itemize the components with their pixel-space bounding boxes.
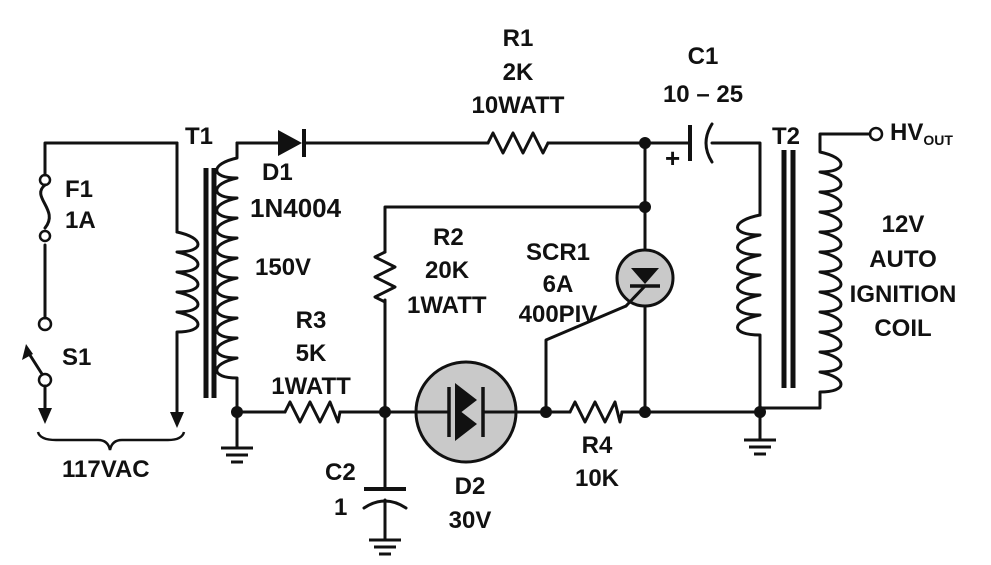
diac-d2 [414,360,518,464]
capacitor-c2 [362,410,408,542]
resistor-r1-ref: R1 [502,25,534,52]
top-rail [235,141,762,217]
resistor-r3-ref: R3 [295,307,327,334]
ignition-coil-t2-ref: T2 [772,123,801,150]
resistor-r1-rating: 10WATT [471,92,565,119]
ac-input-wiring [36,141,186,451]
diac-d2-value: 30V [448,507,492,534]
capacitor-c2-ref: C2 [325,459,356,486]
ignition-coil-line2: AUTO [869,246,937,273]
ac-input-label: 117VAC [62,456,150,483]
resistor-r2-rating: 1WATT [407,292,487,319]
ignition-coil-line3: IGNITION [849,281,957,308]
resistor-r4-ref: R4 [581,432,613,459]
capacitor-c1-polarity: + [665,143,681,173]
switch-s1-ref: S1 [62,344,92,371]
capacitor-c1-ref: C1 [687,43,719,70]
hv-output-subscript: OUT [923,132,953,148]
resistor-r1-value: 2K [502,59,534,86]
scr1-ref: SCR1 [525,239,591,266]
capacitor-c1-value: 10 – 25 [662,81,744,108]
resistor-r3 [283,400,342,424]
diode-d1-part: 1N4004 [250,193,342,223]
resistor-r2-ref: R2 [433,224,464,251]
ground-c2 [369,538,401,556]
scr-branch-wiring [383,141,647,414]
capacitor-c1 [688,122,714,164]
resistor-r2 [373,250,397,304]
scr1-voltage: 400PIV [518,301,598,328]
hv-output-base: HV [890,119,924,146]
fuse-f1 [38,173,52,243]
diode-d1-ref: D1 [262,159,293,186]
scr1 [544,248,675,414]
capacitor-c2-value: 1 [334,494,348,521]
ground-t1 [221,410,253,464]
resistor-r3-rating: 1WATT [271,373,351,400]
resistor-r1 [486,131,550,155]
transformer-t1-ref: T1 [185,123,214,150]
resistor-r2-value: 20K [425,257,470,284]
ignition-coil-t2 [736,126,884,412]
hv-output-label: HVOUT [890,120,953,153]
scr1-current: 6A [542,271,574,298]
resistor-r3-value: 5K [295,340,327,367]
switch-s1 [22,316,53,388]
diac-d2-ref: D2 [454,473,486,500]
fuse-f1-ref: F1 [65,176,94,203]
transformer-t1-voltage: 150V [255,254,312,281]
fuse-f1-value: 1A [65,207,96,234]
ignition-coil-line1: 12V [881,211,925,238]
ignition-coil-line4: COIL [874,315,932,342]
resistor-r4-value: 10K [574,465,620,492]
transformer-t1 [175,141,239,414]
junction-dots [231,137,766,418]
resistor-r4 [568,400,624,424]
ground-t2 [744,410,776,456]
diode-d1 [278,129,306,157]
